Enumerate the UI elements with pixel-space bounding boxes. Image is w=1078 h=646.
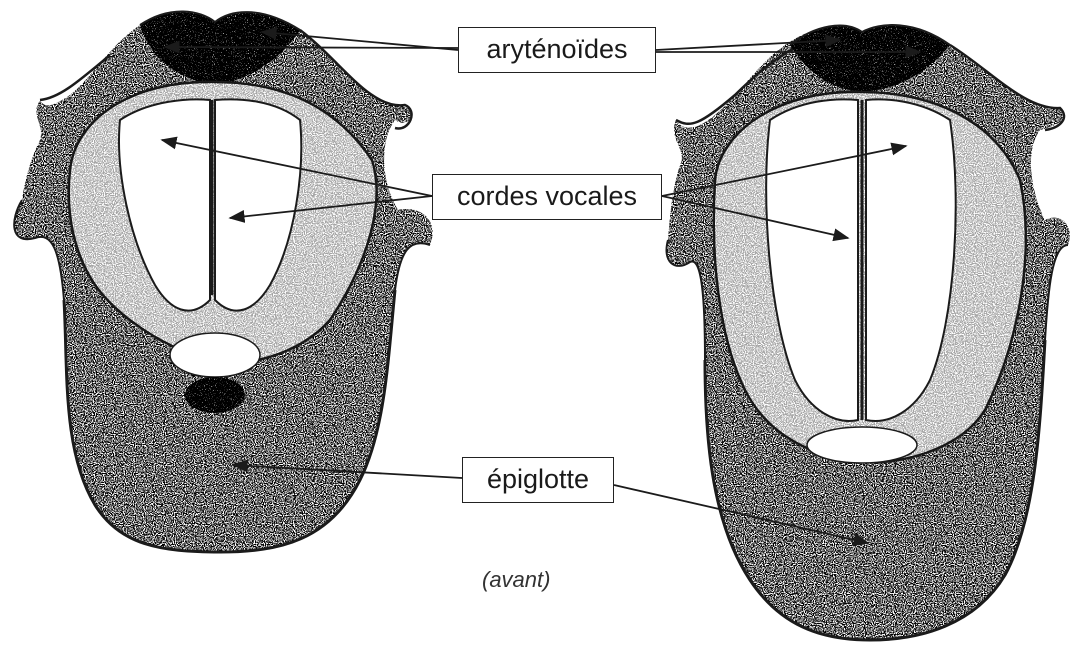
label-epiglotte: épiglotte <box>462 457 614 503</box>
label-cordes-vocales: cordes vocales <box>432 174 662 220</box>
note-avant: (avant) <box>482 567 550 593</box>
arrow-arytenoides-left-1 <box>165 47 458 48</box>
larynx-right <box>667 25 1070 640</box>
larynx-left <box>14 11 432 552</box>
label-arytenoides: aryténoïdes <box>458 27 656 73</box>
